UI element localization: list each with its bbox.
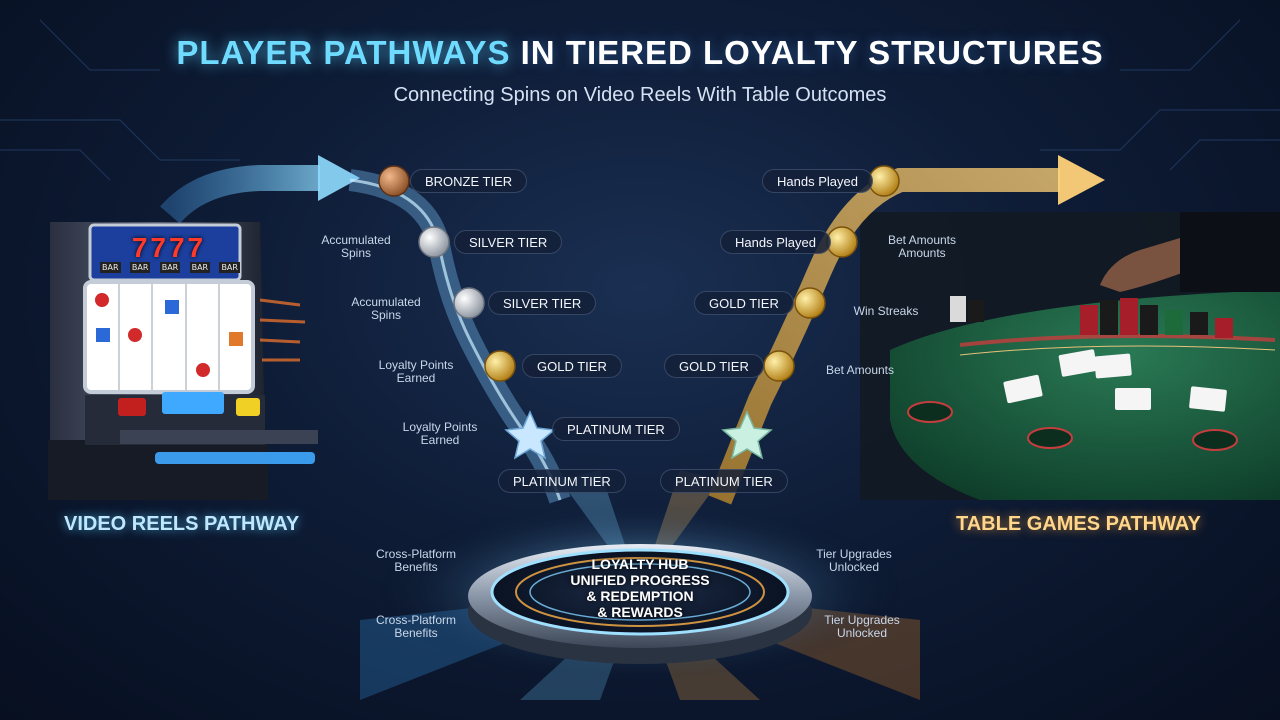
blackjack-table-illustration [860,212,1280,500]
title-highlight: PLAYER PATHWAYS [176,34,511,71]
page-title: PLAYER PATHWAYS IN TIERED LOYALTY STRUCT… [0,34,1280,72]
left-tier-coins [378,165,556,460]
tier-pill-platinum-right: PLATINUM TIER [660,469,788,493]
circuit-lines [0,19,1280,181]
slot-bar-row: BAR BAR BAR BAR BAR [100,262,240,273]
title-rest: IN TIERED LOYALTY STRUCTURES [510,34,1104,71]
hub-line: & REDEMPTION [586,588,694,604]
page-subtitle: Connecting Spins on Video Reels With Tab… [393,84,887,106]
video-reels-pathway-label: VIDEO REELS PATHWAY [64,513,300,535]
bar-symbol: BAR [100,262,121,273]
bar-symbol: BAR [159,262,181,273]
tier-pill-silver-2: SILVER TIER [488,291,597,315]
tier-pill-gold-1: GOLD TIER [694,291,794,315]
right-tier-coins [721,165,900,460]
table-games-pathway-label: TABLE GAMES PATHWAY [956,513,1201,535]
hub-line: & REWARDS [597,604,683,620]
metric-pill-hands-played-2: Hands Played [720,230,831,254]
loyalty-hub-label: LOYALTY HUB UNIFIED PROGRESS & REDEMPTIO… [520,556,760,620]
tier-pill-platinum-1: PLATINUM TIER [552,417,680,441]
slot-top-display: 7777 [131,232,207,263]
bar-symbol: BAR [189,262,211,273]
loyalty-hub-platform [468,544,812,664]
slot-machine-illustration [48,222,318,500]
tier-pill-silver-1: SILVER TIER [454,230,563,254]
hub-line: LOYALTY HUB [591,556,689,572]
bar-symbol: BAR [129,262,151,273]
metric-pill-hands-played-1: Hands Played [762,169,873,193]
metric-label: Win Streaks [853,304,919,318]
tier-pill-bronze: BRONZE TIER [410,169,528,193]
metric-label: Bet Amounts [825,363,895,377]
tier-pill-gold-2: GOLD TIER [664,354,764,378]
bar-symbol: BAR [219,262,240,273]
hub-line: UNIFIED PROGRESS [570,572,710,588]
tier-pill-gold: GOLD TIER [522,354,622,378]
tier-pill-platinum-2: PLATINUM TIER [498,469,626,493]
